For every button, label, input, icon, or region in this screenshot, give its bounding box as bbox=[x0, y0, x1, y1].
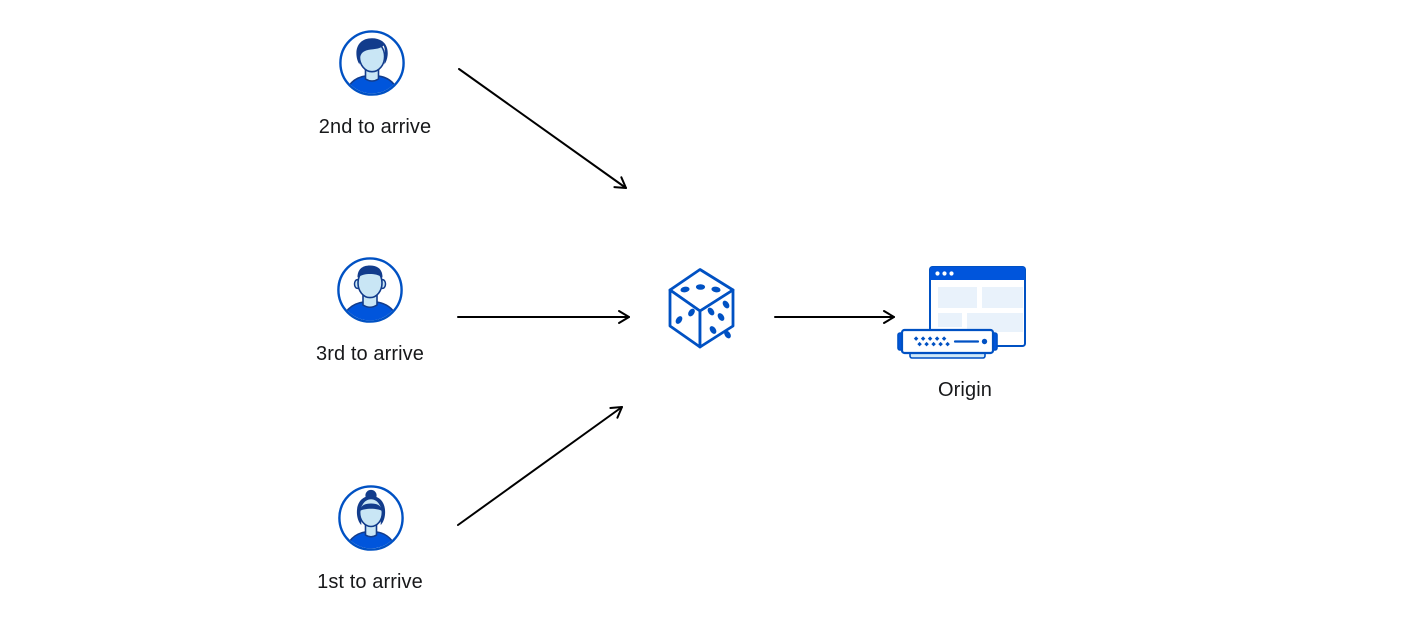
client-middle-label: 3rd to arrive bbox=[315, 343, 424, 365]
client-bottom-label: 1st to arrive bbox=[317, 571, 423, 593]
dice-icon bbox=[668, 268, 735, 349]
arrow-client-top-to-dice bbox=[458, 68, 627, 189]
server-icon bbox=[897, 328, 998, 359]
origin-node: Origin bbox=[896, 262, 1028, 401]
origin-label: Origin bbox=[938, 379, 992, 401]
client-bottom-node: 1st to arrive bbox=[317, 485, 423, 593]
woman-bun-hair-avatar-icon bbox=[338, 485, 404, 551]
arrow-client-bottom-to-dice bbox=[457, 406, 623, 526]
client-middle-node: 3rd to arrive bbox=[316, 257, 424, 365]
browser-window-icon bbox=[929, 266, 1026, 347]
man-flat-top-avatar-icon bbox=[337, 257, 403, 323]
browser-window-and-server-icon bbox=[897, 266, 1026, 359]
dice-node bbox=[668, 266, 736, 357]
client-top-node: 2nd to arrive bbox=[319, 30, 431, 138]
man-swoop-hair-avatar-icon bbox=[339, 30, 405, 96]
client-top-label: 2nd to arrive bbox=[318, 116, 432, 138]
